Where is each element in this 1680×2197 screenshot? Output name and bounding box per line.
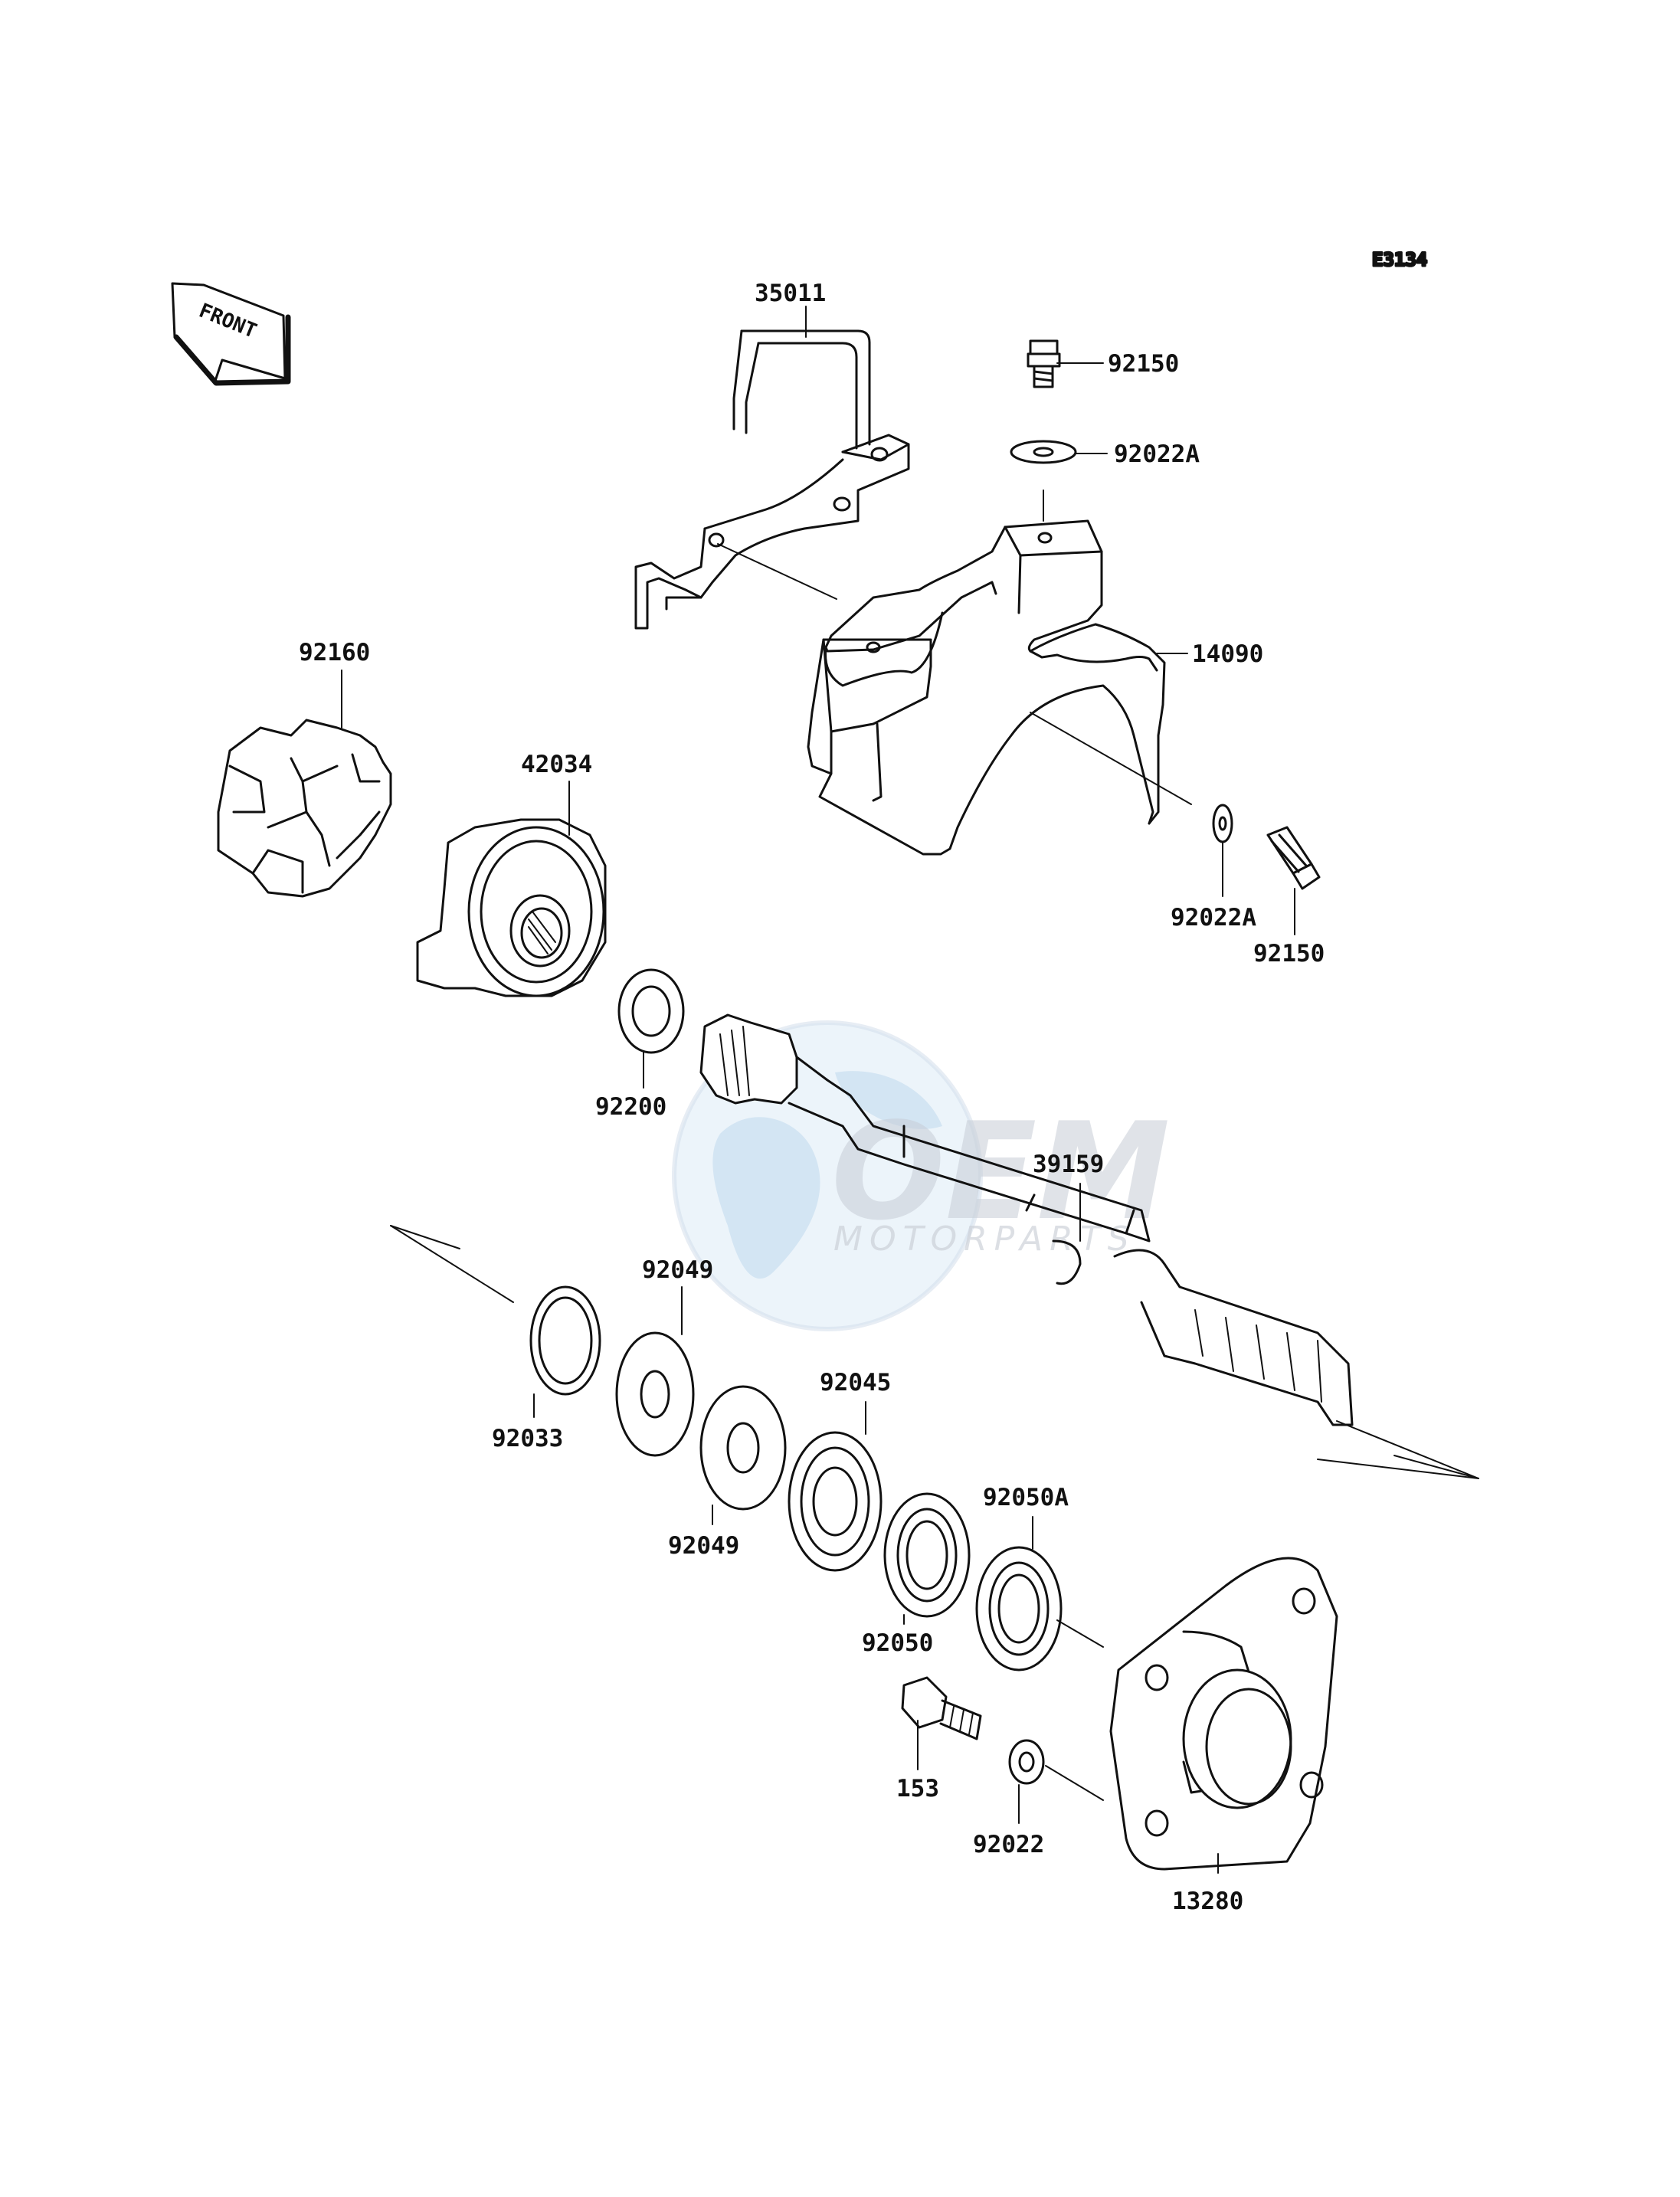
part-92022a-washer-lower	[1212, 804, 1233, 843]
part-39159-driveshaft	[699, 1013, 1479, 1479]
diagram-code: E3134	[1372, 249, 1427, 270]
part-92160-damper	[217, 719, 392, 898]
part-label: 39159	[1033, 1151, 1104, 1178]
part-92050-seal	[883, 1492, 971, 1618]
part-label: 153	[896, 1775, 939, 1802]
part-label: 92022A	[1114, 440, 1200, 468]
part-92200-washer	[617, 968, 685, 1054]
leader-lines	[341, 306, 1295, 1874]
watermark-tagline: MOTORPARTS	[833, 1220, 1136, 1259]
part-92033-circlip	[390, 1225, 601, 1396]
part-label: 92150	[1108, 350, 1179, 378]
part-92050a-seal	[975, 1546, 1104, 1671]
part-label: 92050A	[983, 1484, 1069, 1511]
part-153-bolt	[901, 1676, 982, 1740]
part-label: 92200	[595, 1093, 666, 1121]
part-label: 13280	[1172, 1888, 1243, 1915]
part-92150-bolt-top	[1027, 339, 1061, 388]
part-92022a-washer-top	[1010, 440, 1077, 522]
part-label: 92033	[492, 1425, 563, 1452]
part-14090-cover	[807, 519, 1192, 856]
part-labels: 35011 92150 92022A 14090 92022A 92150 92…	[299, 280, 1325, 1915]
part-92045-bearing	[788, 1431, 883, 1572]
part-label: 92160	[299, 639, 370, 666]
part-label: 92050	[862, 1629, 933, 1657]
part-label: 92150	[1253, 940, 1325, 968]
watermark-brand: OEM	[831, 1095, 1170, 1250]
part-92049-washer-lower	[699, 1385, 787, 1511]
part-35011-bracket	[634, 329, 910, 630]
part-label: 92045	[820, 1369, 891, 1396]
front-arrow-icon: FRONT	[171, 282, 291, 386]
part-92022-washer	[1008, 1739, 1104, 1801]
part-92049-washer-upper	[615, 1331, 695, 1457]
part-13280-housing	[1109, 1557, 1338, 1871]
part-label: 92049	[642, 1256, 713, 1284]
part-label: 14090	[1192, 640, 1263, 668]
part-label: 92022	[973, 1831, 1044, 1858]
part-label: 92049	[668, 1532, 739, 1560]
part-label: 35011	[755, 280, 826, 307]
part-label: 42034	[521, 751, 592, 778]
part-92150-bolt-lower	[1266, 826, 1321, 890]
part-label: 92022A	[1171, 904, 1256, 932]
part-42034-impeller	[416, 818, 607, 997]
